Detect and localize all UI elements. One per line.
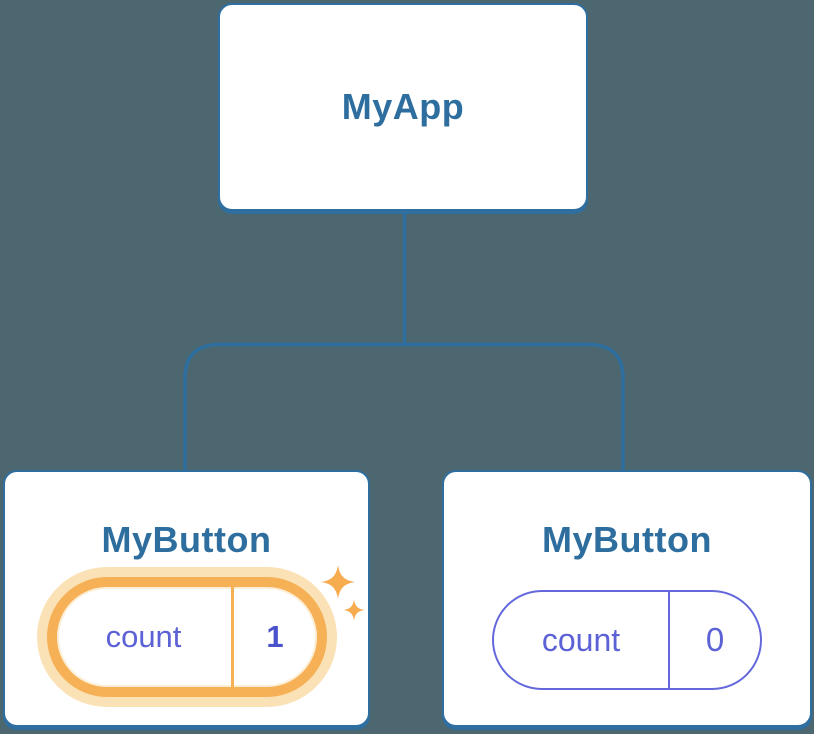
state-value-right: 0 bbox=[705, 621, 725, 658]
state-pill-plain: count 0 bbox=[492, 590, 762, 690]
state-pill-divider-left bbox=[230, 587, 234, 687]
component-label-myapp: MyApp bbox=[341, 86, 465, 127]
state-key-right: count bbox=[541, 621, 621, 658]
state-key-left: count bbox=[105, 619, 182, 654]
state-pill-highlighted: count 1 bbox=[46, 577, 327, 697]
component-node-myapp: MyApp bbox=[218, 3, 588, 211]
connector-branch bbox=[183, 342, 625, 470]
component-label-mybutton-right: MyButton bbox=[542, 519, 712, 560]
state-pill-divider-right bbox=[668, 592, 670, 688]
component-label-mybutton-left: MyButton bbox=[101, 519, 272, 560]
sparkle-icon-small bbox=[343, 599, 365, 621]
state-value-left: 1 bbox=[266, 619, 284, 654]
component-node-mybutton-plain: MyButton count 0 bbox=[442, 470, 812, 727]
sparkle-icon-large bbox=[321, 565, 355, 599]
component-node-mybutton-updated: MyButton count 1 bbox=[3, 470, 370, 727]
